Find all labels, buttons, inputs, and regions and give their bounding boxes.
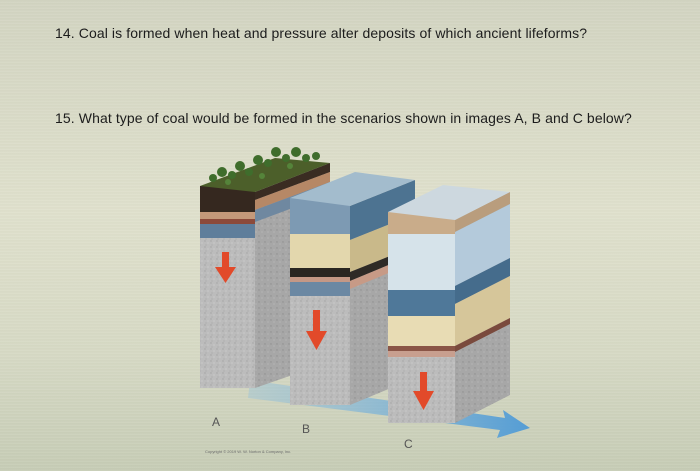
label-a: A <box>212 415 220 429</box>
down-arrow-icon <box>413 372 434 410</box>
question-15: 15. What type of coal would be formed in… <box>55 110 632 126</box>
label-c: C <box>404 437 413 451</box>
question-14: 14. Coal is formed when heat and pressur… <box>55 25 588 41</box>
vegetation <box>209 147 320 185</box>
copyright-notice: Copyright © 2019 W. W. Norton & Company,… <box>205 449 291 454</box>
down-arrow-icon <box>215 252 236 283</box>
down-arrow-icon <box>306 310 327 350</box>
label-b: B <box>302 422 310 436</box>
block-c <box>388 185 510 423</box>
